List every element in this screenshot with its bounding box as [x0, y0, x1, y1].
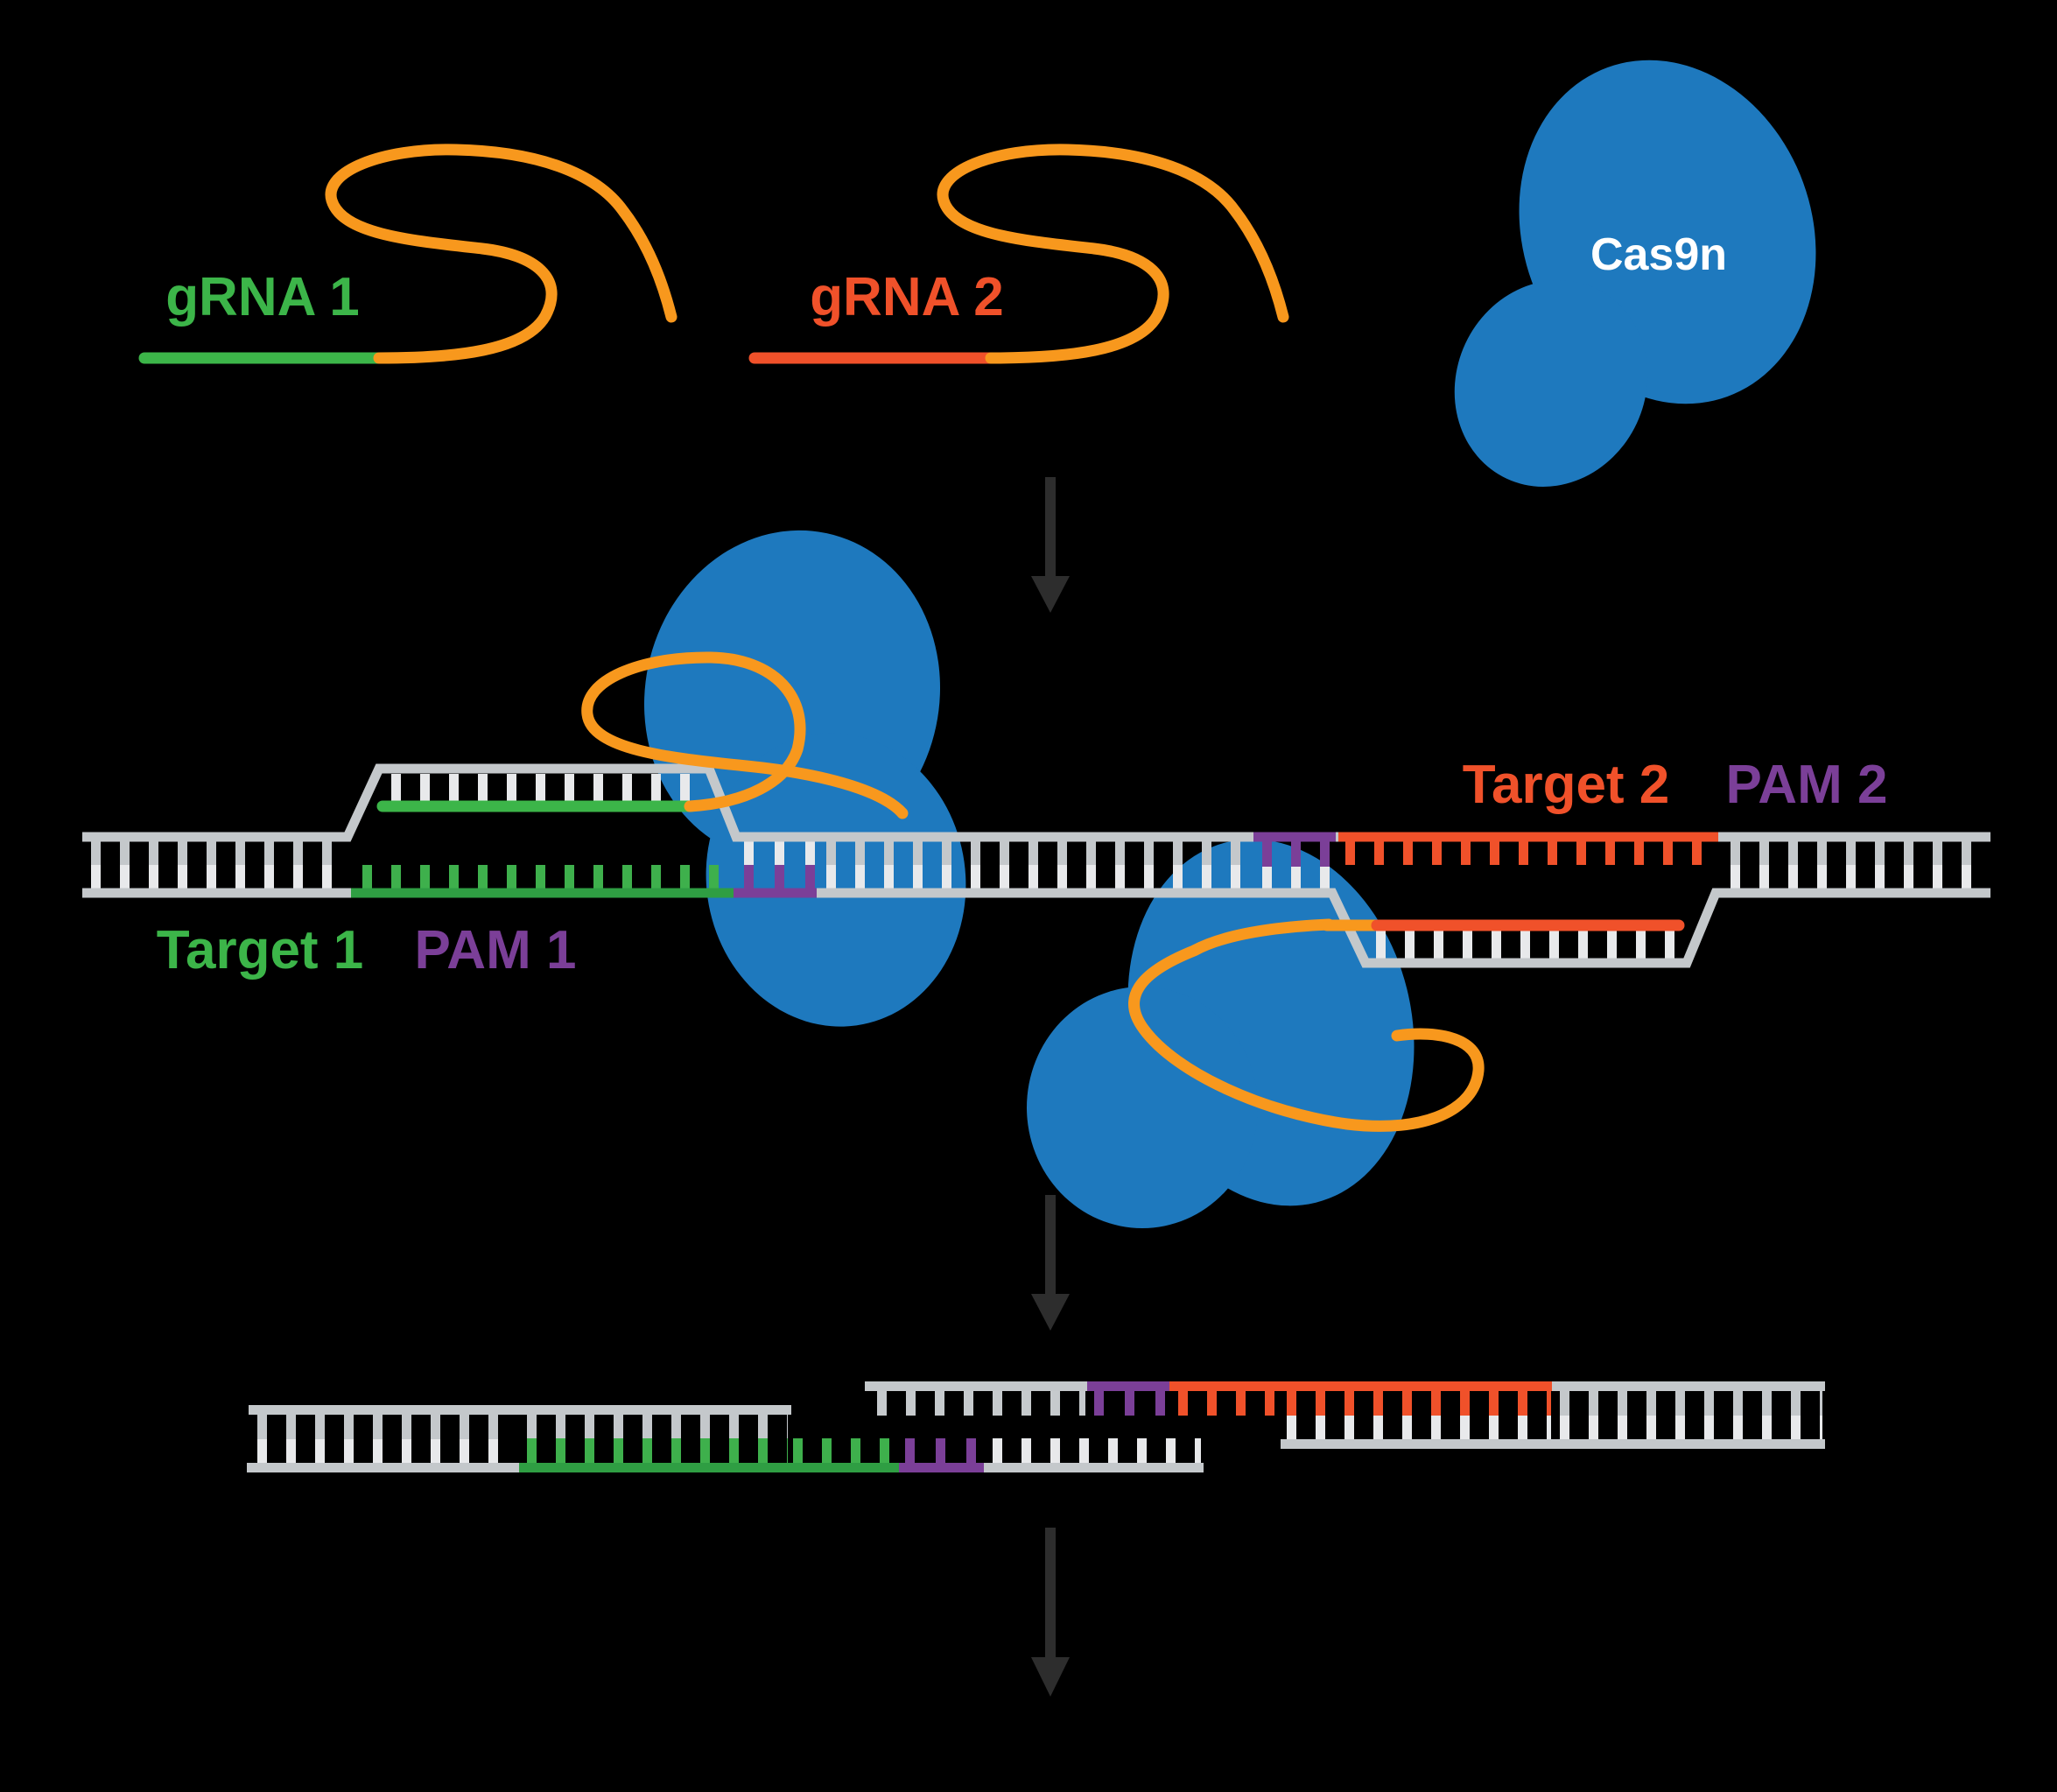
rungs-target1: [362, 865, 730, 889]
grna2-unit: gRNA 2: [748, 144, 1289, 364]
rungs-right: [1731, 841, 1986, 889]
target2-label: Target 2: [1463, 755, 1670, 815]
down-arrow-icon: [1045, 477, 1056, 578]
pam1-label: PAM 1: [415, 920, 577, 980]
rungs-target1-paired: [527, 1415, 788, 1464]
cleaved-fragment-right: [865, 1381, 1825, 1449]
bottom-strand: [1281, 1439, 1825, 1449]
cas9n-lobe: [1454, 280, 1648, 487]
rungs-target2-paired: [1287, 1391, 1551, 1440]
rungs-target2-overhang: [1178, 1391, 1278, 1416]
rungs-rloop1-top: [391, 774, 704, 801]
bottom-strand: [82, 888, 1990, 968]
rungs-pam2: [1262, 841, 1330, 889]
pam1-segment: [899, 1463, 984, 1472]
rungs-full-gray: [257, 1415, 516, 1464]
grna1-in-complex: [376, 651, 909, 819]
cas9n-unit: Cas9n: [1454, 60, 1816, 487]
step-arrow-2: [1031, 1195, 1070, 1331]
grna1-scaffold-loop: [325, 144, 677, 364]
pam2-segment: [1087, 1381, 1169, 1391]
down-arrow-icon: [1045, 1528, 1056, 1659]
rungs-overhang-gray: [877, 1391, 1085, 1416]
rungs-center: [826, 841, 1246, 889]
grna2-scaffold-loop: [1128, 918, 1485, 1132]
step-arrow-1: [1031, 477, 1070, 613]
target1-segment: [519, 1463, 899, 1472]
step-arrow-3: [1031, 1528, 1070, 1697]
top-strand: [249, 1405, 791, 1415]
rungs-pam1: [744, 841, 815, 889]
rungs-rloop2-bottom: [1376, 930, 1678, 959]
grna2-in-complex: [1128, 918, 1685, 1132]
pam2-label: PAM 2: [1726, 755, 1888, 815]
target1-label: Target 1: [157, 920, 364, 980]
rungs-pam1-overhang: [905, 1438, 976, 1464]
grna2-scaffold-loop: [937, 144, 1289, 364]
top-strand: [82, 763, 1990, 842]
cas9n-label: Cas9n: [1590, 229, 1727, 280]
rungs-full-gray: [1560, 1391, 1822, 1440]
dna-duplex: [82, 763, 1990, 968]
rungs-overhang-gray: [993, 1438, 1201, 1464]
grna1-unit: gRNA 1: [138, 144, 677, 364]
grna2-label: gRNA 2: [810, 267, 1004, 327]
rungs-pam2-overhang: [1094, 1391, 1165, 1416]
grna1-scaffold-loop: [581, 651, 909, 819]
rungs-target2: [1345, 841, 1713, 865]
grna1-label: gRNA 1: [165, 267, 360, 327]
rungs-left: [91, 841, 345, 889]
down-arrow-icon: [1045, 1195, 1056, 1296]
cleaved-fragment-left: [247, 1405, 1204, 1472]
target2-segment: [1169, 1381, 1552, 1391]
rungs-target1-overhang: [793, 1438, 891, 1464]
